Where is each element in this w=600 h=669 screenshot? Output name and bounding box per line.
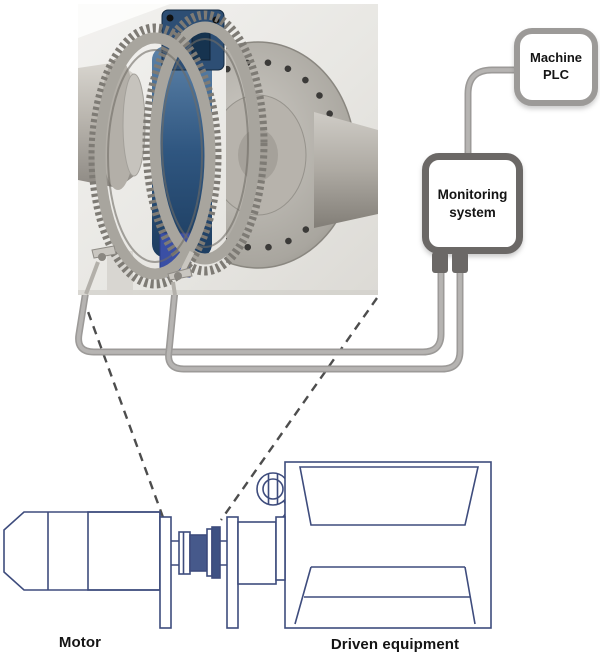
motor-schematic	[3, 511, 172, 629]
monitoring-system-label: Monitoring system	[437, 187, 508, 220]
sensor-bracket-right	[167, 250, 195, 295]
coupling-photo	[78, 4, 378, 295]
machine-plc-label: Machine PLC	[529, 50, 582, 82]
driven-equipment-label: Driven equipment	[330, 636, 460, 653]
driven-shaft-cylinder	[237, 521, 277, 585]
gear-ring-left	[88, 23, 222, 289]
motor-label: Motor	[58, 634, 102, 651]
sensor-bracket-left	[84, 245, 117, 295]
coupling-render	[78, 4, 378, 295]
machine-train-schematic	[3, 461, 492, 629]
monitoring-system-box: Monitoring system	[422, 153, 523, 254]
dashed-line-right	[220, 297, 378, 521]
bearing-pedestal	[226, 516, 239, 629]
inlet-flange	[275, 516, 286, 581]
cable-plug-right	[452, 252, 468, 273]
dashed-callout-lines	[81, 297, 378, 532]
coupling-schematic	[178, 526, 221, 579]
shaft-lines	[171, 540, 227, 566]
right-shaft	[314, 112, 378, 228]
machine-plc-box: Machine PLC	[514, 28, 598, 106]
driven-equipment-schematic	[256, 461, 492, 629]
dashed-line-left	[81, 297, 170, 532]
cable-plug-left	[432, 252, 448, 273]
motor-end-bracket	[159, 516, 172, 629]
plc-cable	[468, 70, 514, 156]
gear-ring-right	[142, 10, 268, 276]
